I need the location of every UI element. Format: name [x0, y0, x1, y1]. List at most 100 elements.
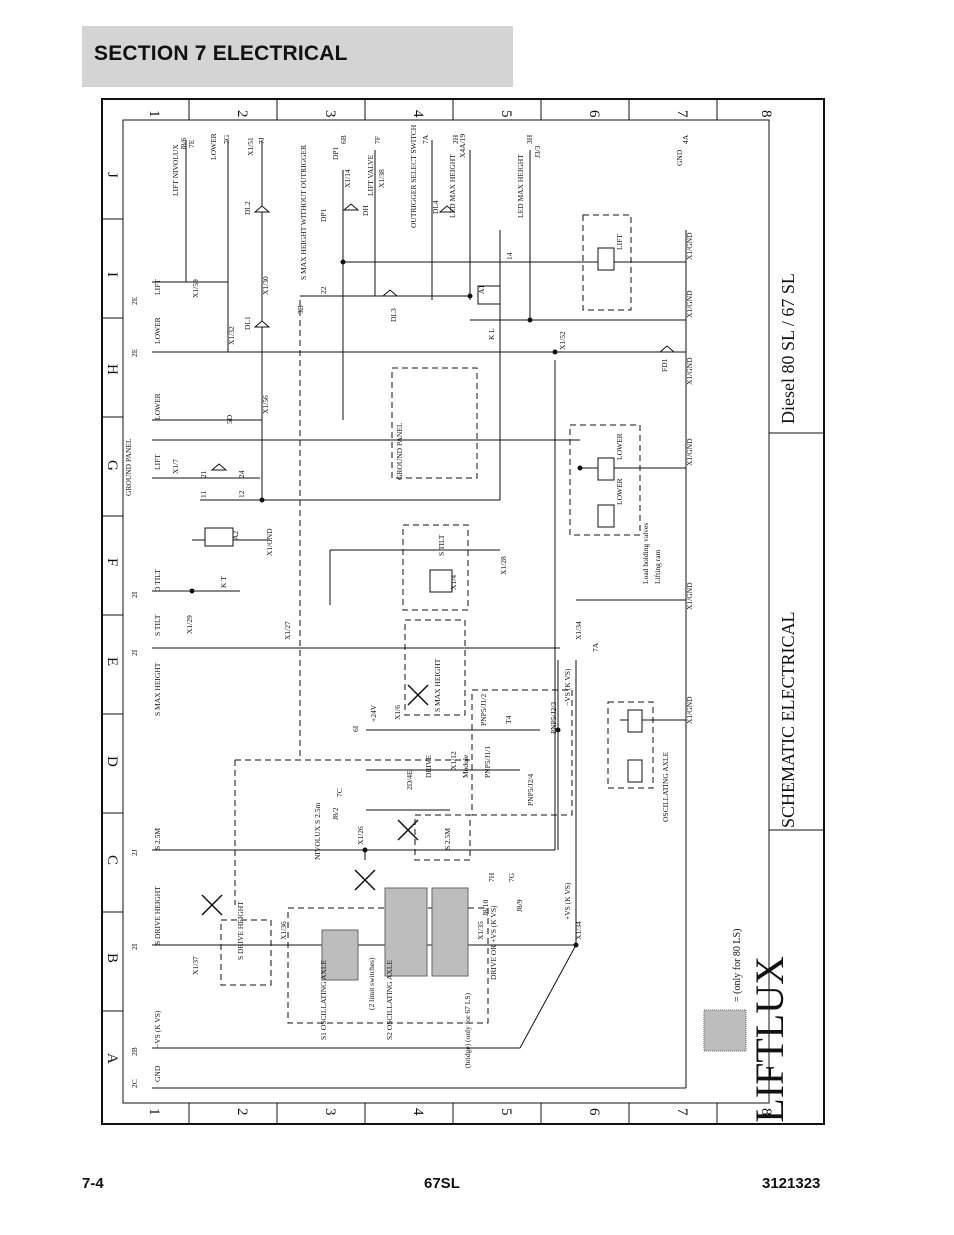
- no-symbol-icons: [201, 684, 429, 916]
- ref-4a: 4A: [681, 134, 690, 144]
- oscillating-axle-label: OSCILLATING AXLE: [661, 751, 670, 822]
- ref-6b: 6B: [339, 135, 348, 144]
- grid-number-top: 8: [758, 110, 774, 118]
- x4a-19-label: X4A/19: [458, 134, 467, 158]
- x1-29-label: X1/29: [185, 615, 194, 634]
- plus-24v-label: +24V: [369, 704, 378, 722]
- x1-37-label: X1/37: [191, 956, 200, 975]
- brand-logo-text: LIFTLUX: [747, 956, 792, 1123]
- fd1-label: FD1: [660, 358, 669, 372]
- minus-vs-label: −VS (K VS): [563, 668, 572, 706]
- s-drive-height-box-label: S DRIVE HEIGHT: [236, 901, 245, 960]
- ref-7j: 7J: [257, 137, 266, 144]
- nivolux-s25m-label: NIVOLUX S 2.5m: [313, 803, 322, 860]
- two-limit-switches-label: (2 limit switches): [367, 957, 376, 1010]
- gnd-left-label: GND: [153, 1065, 162, 1082]
- model-title: Diesel 80 SL / 67 SL: [778, 273, 798, 424]
- doc-number: 3121323: [762, 1175, 821, 1192]
- dp1-label: DP1: [319, 208, 328, 222]
- ref-2e: 2E: [130, 348, 139, 357]
- minus-vs-label: −VS (K VS): [153, 1010, 162, 1048]
- s-max-height-label: S MAX HEIGHT: [153, 662, 162, 716]
- ref-7a: 7A: [421, 134, 430, 144]
- lower-label: LOWER: [153, 393, 162, 420]
- grid-letter: C: [104, 855, 120, 865]
- lower-box-label: LOWER: [615, 478, 624, 505]
- x1-34-label: X1/34: [574, 621, 583, 640]
- dl2-label: DL2: [243, 201, 252, 215]
- module-label: Module: [461, 754, 470, 778]
- x1-4-label: X1/4: [449, 575, 458, 590]
- grid-number-top: 1: [146, 110, 162, 118]
- gnd-right-label: GND: [675, 149, 684, 166]
- grid-letter: J: [104, 172, 120, 178]
- x1-27-label: X1/27: [283, 621, 292, 640]
- dl4-label: DL4: [431, 200, 440, 214]
- lower-box-label: LOWER: [615, 433, 624, 460]
- grid-number-bottom: 1: [146, 1108, 162, 1116]
- section-header: SECTION 7 ELECTRICAL: [82, 26, 513, 87]
- grid-number-top: 2: [234, 110, 250, 118]
- x1-35-label: X1/35: [476, 921, 485, 940]
- term-a2: A2: [231, 531, 240, 540]
- ref-3h: 3H: [525, 134, 534, 144]
- section-title: SECTION 7 ELECTRICAL: [94, 42, 348, 65]
- x1-36-label: X1/36: [279, 921, 288, 940]
- plus-vs-label: +VS (K VS): [563, 882, 572, 920]
- grid-number-top: 5: [498, 110, 514, 118]
- outrigger-select-switch-label: OUTRIGGER SELECT SWITCH: [409, 124, 418, 228]
- page-number: 7-4: [82, 1175, 104, 1192]
- grid-number-top: 7: [674, 110, 690, 118]
- lift-nivolux-label: LIFT NIVOLUX: [171, 144, 180, 196]
- grid-letter: G: [104, 460, 120, 471]
- wiring: [152, 140, 687, 1089]
- s2-oscillating-axle-label: S2 OSCILLATING AXLE: [385, 960, 394, 1040]
- s2-oscillating-axle-switch-b: [431, 887, 469, 977]
- s-max-height-without-outrigger-label: S MAX HEIGHT WITHOUT OUTRIGGER: [299, 145, 308, 280]
- ref-2j: 2J: [130, 849, 139, 856]
- grid-number-top: 3: [322, 110, 338, 118]
- ref-7a2: 7A: [591, 642, 600, 652]
- grid-number-bottom: 5: [498, 1108, 514, 1116]
- t4-label: T4: [504, 715, 513, 724]
- ref-7g: 7G: [222, 134, 231, 144]
- kl-label: K L: [487, 328, 496, 340]
- ref-5d: 5D: [225, 414, 234, 424]
- ref-2i: 2I: [130, 649, 139, 656]
- ref-7f: 7F: [373, 136, 382, 144]
- x1-gnd-label: X1/GND: [685, 696, 694, 724]
- dp1-label: DP1: [331, 146, 340, 160]
- x1-26-label: X1/26: [356, 826, 365, 845]
- x1-7-label: X1/7: [171, 459, 180, 474]
- dl3-label: DL3: [389, 308, 398, 322]
- term-12: 12: [237, 490, 246, 498]
- ground-panel-label: GROUND PANEL: [124, 438, 133, 496]
- grid-letter: H: [104, 364, 120, 375]
- drive-or-vs-label: DRIVE OR +VS (K VS): [489, 905, 498, 980]
- x1-56-label: X1/56: [261, 395, 270, 414]
- x1-gnd-label: X1/GND: [265, 528, 274, 556]
- bridge-only-67ls-label: (bridge) (only for 67 LS): [463, 993, 472, 1068]
- ref-7e: 7E: [187, 139, 196, 148]
- x1-14-label: X1/14: [343, 169, 352, 188]
- s1-oscillating-axle-switch: [321, 929, 359, 981]
- ref-2i: 2I: [130, 591, 139, 598]
- x1-gnd-label: X1/GND: [685, 582, 694, 610]
- x1-gnd-label: X1/GND: [685, 357, 694, 385]
- schematic-title: SCHEMATIC ELECTRICAL: [778, 611, 798, 828]
- s-2-5m-box-label: S 2.5M: [443, 828, 452, 850]
- ref-7g2: 7G: [507, 872, 516, 882]
- grid-letter: E: [104, 657, 120, 666]
- x1-38-label: X1/38: [377, 169, 386, 188]
- ground-panel-center-label: GROUND PANEL: [395, 422, 404, 480]
- kt-label: K T: [219, 576, 228, 588]
- legend-swatch: [703, 1009, 747, 1052]
- pnp5-1-1-label: PNP5/J1/1: [483, 746, 492, 778]
- j8-2-label: J8/2: [331, 807, 340, 820]
- x1-6-label: X1/6: [393, 705, 402, 720]
- grid-number-bottom: 6: [586, 1108, 602, 1116]
- x1-52-label: X1/52: [558, 331, 567, 350]
- dl1-label: DL1: [243, 316, 252, 330]
- ref-2b: 2B: [130, 1047, 139, 1056]
- lift-valve-label: LIFT VALVE: [366, 154, 375, 196]
